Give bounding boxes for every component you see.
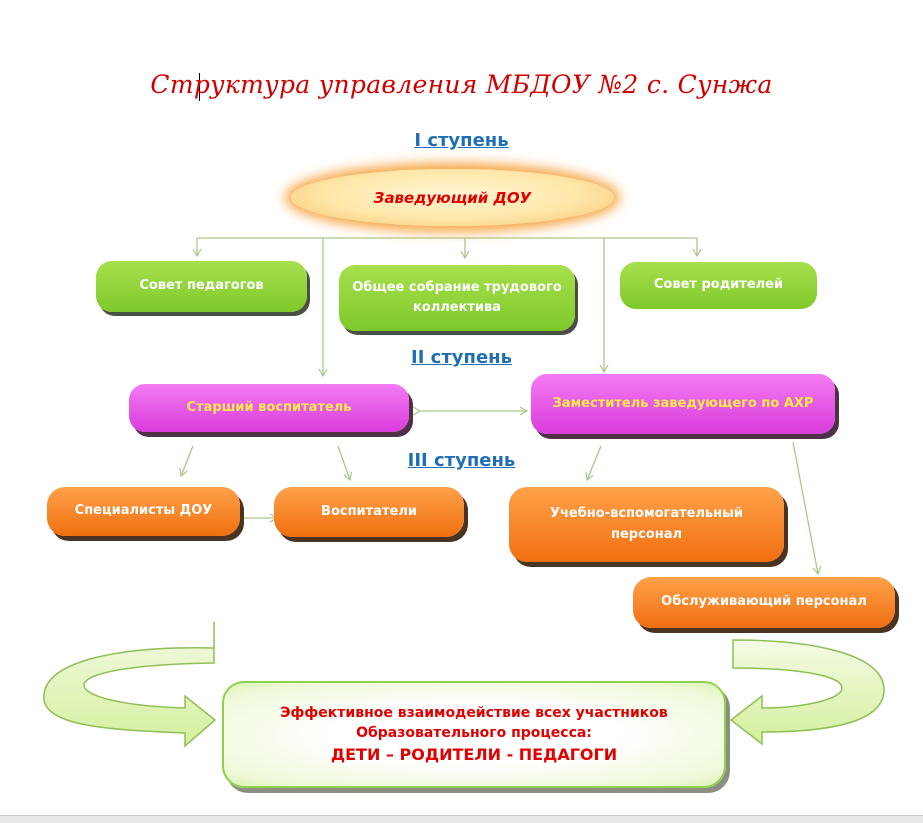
text-cursor: [199, 73, 200, 101]
connector-to-educators: [337, 445, 353, 482]
connector-to-support: [585, 445, 602, 482]
step-1-label: I ступень: [414, 130, 509, 151]
curved-arrow-right: [729, 639, 885, 746]
council-teachers-node: Совет педагогов: [96, 261, 307, 312]
step-3-label: III ступень: [407, 450, 516, 471]
support-staff-node: Учебно-вспомогательный персонал: [509, 487, 784, 562]
diagram-title: Структура управления МБДОУ №2 с. Сунжа: [150, 70, 773, 99]
curved-arrow-left: [43, 622, 217, 748]
specialists-node: Специалисты ДОУ: [47, 487, 240, 536]
result-line-2: Образовательного процесса:: [356, 724, 592, 741]
assembly-node: Общее собрание трудового коллектива: [339, 265, 575, 331]
service-staff-node: Обслуживающий персонал: [633, 577, 895, 628]
window-bottom-edge: [0, 815, 923, 823]
senior-educator-node: Старший воспитатель: [129, 384, 409, 432]
council-parents-node: Совет родителей: [620, 262, 817, 309]
deputy-head-node: Заместитель заведующего по АХР: [531, 374, 835, 434]
connector-to-specialists: [179, 445, 194, 478]
educators-node: Воспитатели: [274, 487, 464, 537]
head-node: Заведующий ДОУ: [291, 169, 614, 226]
result-node: Эффективное взаимодействие всех участник…: [222, 681, 726, 788]
result-line-1: Эффективное взаимодействие всех участник…: [280, 704, 668, 721]
step-2-label: II ступень: [411, 347, 512, 368]
result-line-3: ДЕТИ – РОДИТЕЛИ - ПЕДАГОГИ: [330, 745, 618, 765]
connector-to-service: [792, 441, 822, 576]
